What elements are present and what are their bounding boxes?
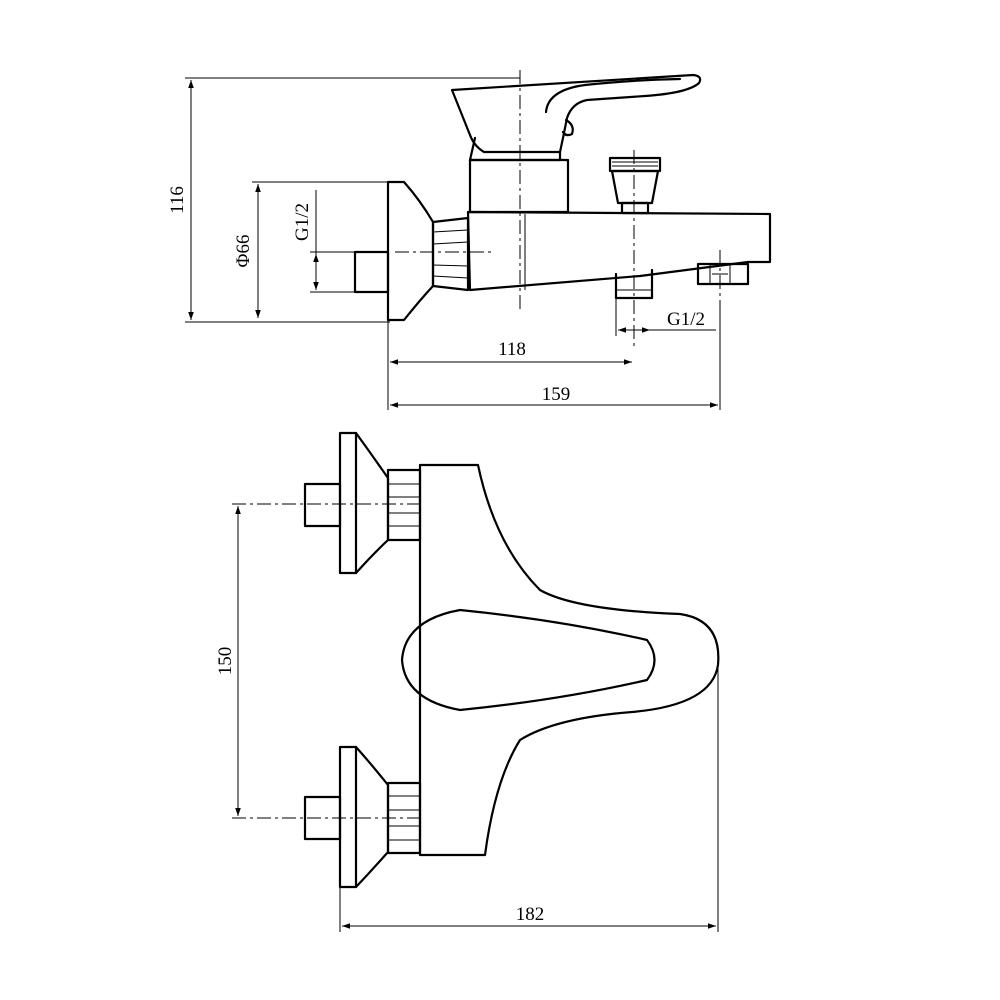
spout-body <box>466 210 772 292</box>
cartridge-housing <box>468 158 570 214</box>
hose-connector <box>696 262 750 286</box>
handle-neck <box>468 136 562 162</box>
dim-label-spacing: 150 <box>215 647 236 676</box>
handle-lever <box>450 73 702 154</box>
diverter-knob <box>608 156 662 215</box>
handle-grip-curve <box>544 77 682 114</box>
top-view: 150 182 <box>215 431 720 932</box>
wall-rosette <box>386 180 435 322</box>
dim-label-depth: 159 <box>542 384 571 405</box>
body-top <box>418 463 720 857</box>
dim-label-inlet-thread: G1/2 <box>292 203 313 241</box>
side-view: 116 Φ66 G1/2 G1/2 118 159 <box>167 70 772 410</box>
lower-inlet <box>303 745 422 889</box>
upper-inlet <box>303 431 422 575</box>
handle-pivot <box>561 118 574 137</box>
spout-outlet <box>614 268 654 300</box>
handle-top <box>400 608 656 712</box>
dim-label-outlet-thread: G1/2 <box>667 309 705 330</box>
dim-label-height: 116 <box>167 186 188 214</box>
dim-label-width: 182 <box>516 904 545 925</box>
hex-nut <box>431 216 470 292</box>
dim-label-rosette: Φ66 <box>233 235 254 268</box>
dim-label-inlet-outlet: 118 <box>498 339 526 360</box>
inlet-stub <box>353 250 390 294</box>
